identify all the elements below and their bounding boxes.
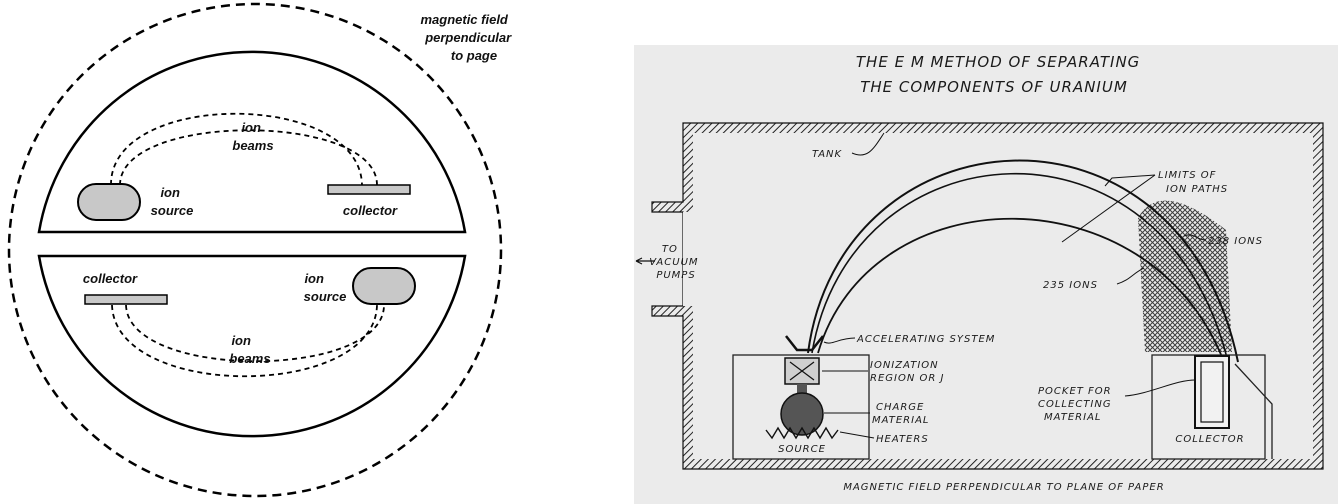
ion-path-outer [807, 159, 1239, 363]
ion-path-inner [817, 217, 1225, 363]
tank-leader [851, 132, 885, 156]
vacuum-arrow [635, 257, 655, 265]
bottom-ion-beam-inner [125, 304, 385, 363]
bottom-beams-label: ion beams [229, 333, 270, 366]
accelerating-leader [823, 337, 856, 344]
top-collector [327, 184, 411, 195]
top-ion-beam-inner [119, 129, 378, 186]
bottom-collector-label: collector [83, 271, 138, 286]
accelerating-system [785, 335, 824, 352]
top-beams-label: ion beams [232, 120, 273, 153]
pocket-label: POCKET FOR COLLECTING MATERIAL [1038, 386, 1116, 423]
ions-238-leader [1183, 234, 1207, 241]
heaters-leader [839, 431, 875, 439]
drawing-title: THE E M METHOD OF SEPARATING THE COMPONE… [856, 53, 1146, 96]
charge-bulb [780, 392, 824, 436]
bottom-ion-source [352, 267, 416, 305]
ion-path-middle [811, 172, 1229, 363]
vacuum-label: TO VACUUM PUMPS [649, 244, 702, 281]
source-label: SOURCE [778, 444, 826, 455]
top-source-label: ion source [151, 185, 194, 218]
limits-leader-inner [1061, 174, 1156, 243]
ionization-marks [789, 361, 815, 381]
charge-label: CHARGE MATERIAL [872, 402, 929, 426]
collector-label: COLLECTOR [1175, 434, 1244, 445]
ion-238-band [1138, 200, 1232, 352]
limits-label: LIMITS OF ION PATHS [1158, 170, 1228, 195]
accelerating-label: ACCELERATING SYSTEM [856, 334, 995, 345]
bottom-collector [84, 294, 168, 305]
drawing-footer: MAGNETIC FIELD PERPENDICULAR TO PLANE OF… [843, 482, 1164, 493]
tank-port [683, 212, 695, 306]
magnetic-field-label: magnetic field perpendicular to page [420, 12, 514, 63]
tank-label: TANK [812, 149, 843, 160]
collector-pocket [1194, 355, 1230, 429]
left-schematic: ion beams ion source collector collector… [7, 2, 514, 498]
top-ion-source [77, 183, 141, 221]
ions-235-leader [1116, 267, 1145, 285]
collector-slope [1234, 363, 1273, 459]
pocket-leader [1124, 379, 1196, 397]
right-drawing: THE E M METHOD OF SEPARATING THE COMPONE… [634, 45, 1338, 504]
source-neck [797, 384, 807, 394]
magnetic-field-boundary [7, 2, 503, 498]
ions-238-label: 238 IONS [1208, 236, 1263, 247]
ions-235-label: 235 IONS [1043, 280, 1098, 291]
collector-pocket-inner [1200, 361, 1224, 423]
top-collector-label: collector [343, 203, 398, 218]
top-dee [37, 50, 467, 234]
bottom-dee [37, 254, 467, 438]
bottom-source-label: ion source [304, 271, 347, 304]
ionization-label: IONIZATION REGION OR J [870, 360, 944, 384]
heaters-label: HEATERS [876, 434, 929, 445]
limits-leader-outer [1104, 174, 1156, 187]
source-housing [732, 354, 870, 460]
heater-coil [765, 426, 839, 440]
top-ion-beam-outer [110, 113, 363, 186]
